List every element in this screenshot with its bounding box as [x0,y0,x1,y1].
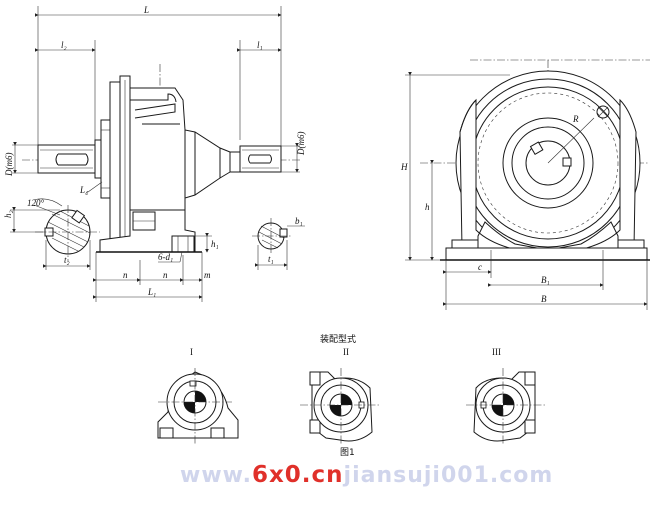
front-view: R H h c B₁ B [400,59,650,310]
type-2-label: II [343,347,349,357]
label-L: L [143,5,149,15]
label-h: h [425,202,430,212]
label-D-left: D(m6) [4,153,14,178]
side-view: L l₂ l₁ D(m6) [4,5,306,302]
type-3-label: III [492,347,501,357]
label-n2: n [163,270,168,280]
label-l2: l₂ [61,40,67,50]
label-t1: t₁ [268,254,274,264]
label-L4: L₄ [79,185,88,195]
type-1-label: I [190,347,193,357]
label-holes: 6-d₁ [158,252,173,262]
watermark-prefix: www. [180,463,252,488]
assembly-type-1: I [157,347,239,445]
watermark: www.6x0.cnjiansuji001.com [180,462,553,488]
watermark-suffix: jiansuji001.com [343,463,554,488]
figure-caption: 图1 [340,447,355,458]
label-L1: L₁ [147,287,156,297]
output-shaft-section: 120° h₂ t₂ [3,198,100,270]
label-h1: h₁ [211,239,219,249]
label-D-right: D(m6) [296,132,306,157]
label-t2: t₂ [64,255,70,265]
label-H: H [400,162,408,172]
label-angle: 120° [27,198,45,208]
label-R: R [572,114,579,124]
label-l1: l₁ [257,40,263,50]
label-B: B [541,294,547,304]
label-n1: n [123,270,128,280]
watermark-brand: 6x0.cn [251,462,344,488]
assembly-type-3: III [466,347,546,445]
label-B1: B₁ [541,275,550,285]
label-h2: h₂ [3,210,13,218]
assembly-type-2: II [300,347,380,445]
label-m: m [204,270,211,280]
input-shaft-section: b₁ t₁ [252,216,305,270]
label-c: c [478,262,482,272]
label-b1: b₁ [295,216,303,226]
assembly-title: 装配型式 [320,333,356,345]
